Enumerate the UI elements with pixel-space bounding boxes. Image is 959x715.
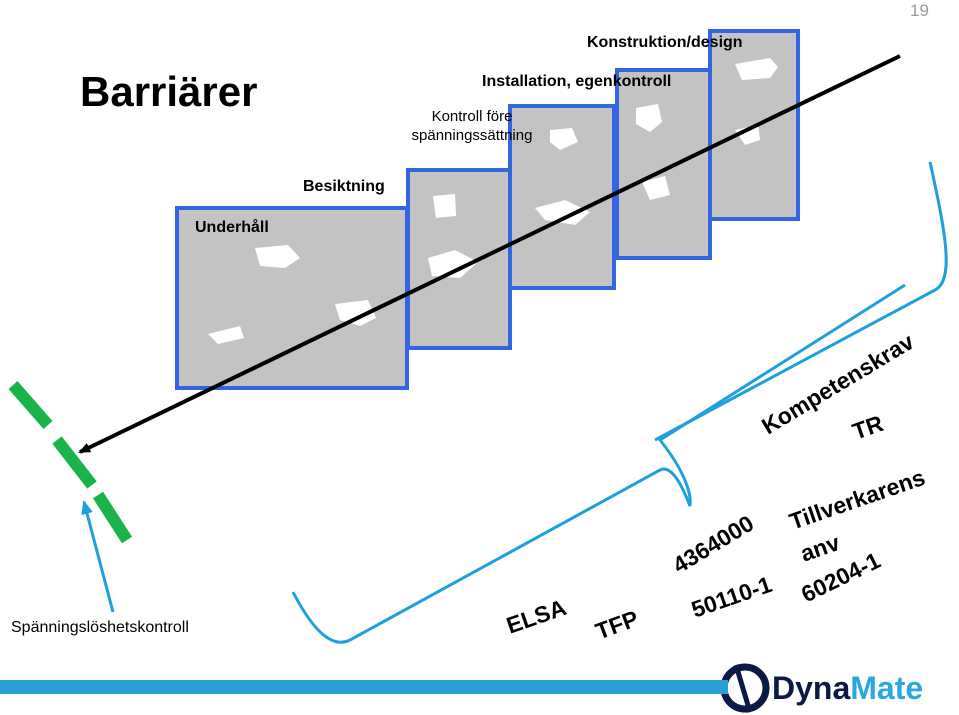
barrier-label: Spänningslöshetskontroll xyxy=(11,619,189,636)
layer-label-underhall: Underhåll xyxy=(195,219,269,236)
layer-label-kontroll-fore: Kontroll före spänningssättning xyxy=(411,108,533,144)
dynamate-logo: DynaMate xyxy=(772,670,923,707)
layer-label-installation: Installation, egenkontroll xyxy=(482,73,672,90)
layer-label-besiktning: Besiktning xyxy=(303,178,385,195)
logo-text-mate: Mate xyxy=(850,670,924,706)
standards-brace-upper xyxy=(654,161,948,442)
page-number: 19 xyxy=(910,1,929,20)
layer-panel-besiktning xyxy=(406,168,512,350)
logo-text-dyna: Dyna xyxy=(772,670,851,706)
layer-label-konstruktion: Konstruktion/design xyxy=(587,34,743,51)
layer-panel-konstruktion xyxy=(708,29,800,221)
hazard-trajectory-arrow xyxy=(78,54,901,454)
dynamate-logo-icon xyxy=(720,663,770,713)
standards-brace-lower xyxy=(291,283,906,644)
layer-panel-installation xyxy=(615,68,712,260)
voltage-check-barrier xyxy=(8,381,133,544)
footer-bar xyxy=(0,680,728,694)
barrier-pointer-arrow xyxy=(81,500,115,613)
layer-panel-underhall xyxy=(175,206,409,390)
page-title: Barriärer xyxy=(80,68,258,115)
